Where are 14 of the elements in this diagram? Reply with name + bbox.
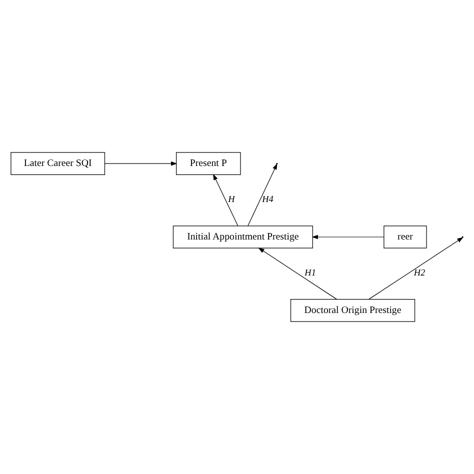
- arrow: [248, 163, 278, 226]
- arrow: [104, 161, 178, 166]
- arrow: [213, 174, 238, 226]
- arrow: [258, 248, 338, 300]
- node-box: reer: [384, 226, 427, 248]
- arrow: [312, 234, 384, 240]
- node-box: Present P: [176, 152, 241, 175]
- node-box: Doctoral Origin Prestige: [290, 299, 416, 322]
- edge-label: H2: [414, 268, 426, 278]
- edge-label: H1: [304, 268, 316, 278]
- node-box: Initial Appointment Prestige: [172, 226, 313, 248]
- edge-label: H4: [262, 194, 274, 205]
- node-box: Later Career SQI: [10, 152, 106, 175]
- edge-label: H: [228, 194, 235, 205]
